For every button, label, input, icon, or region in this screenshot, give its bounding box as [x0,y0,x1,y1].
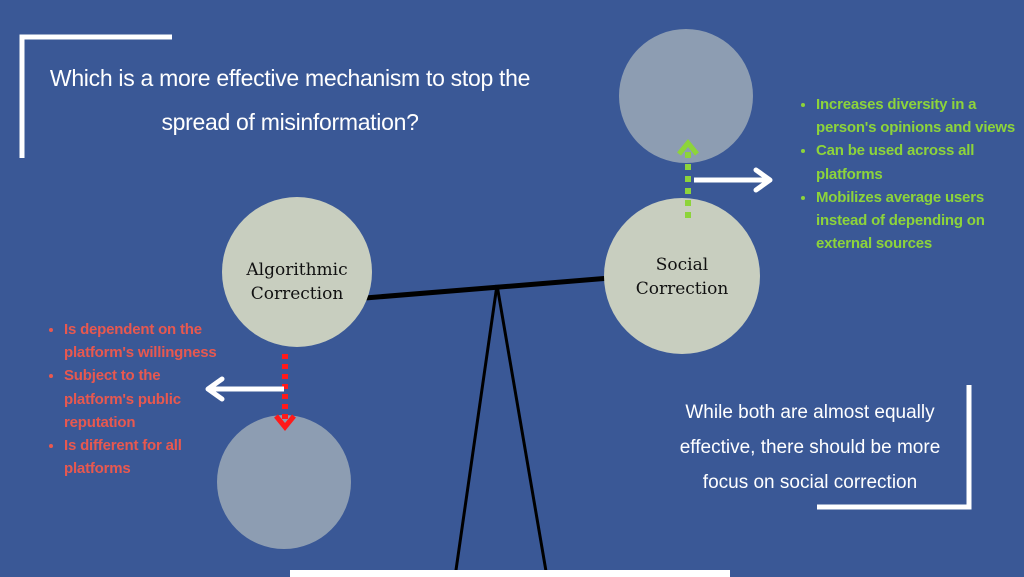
list-item: Mobilizes average users instead of depen… [816,186,1024,256]
left-arrowhead-icon [205,376,225,402]
algorithmic-circle [222,197,372,347]
list-item: Is different for all platforms [64,434,224,480]
scale-leg [495,284,549,577]
conclusion-bracket [817,385,972,510]
up-arrowhead-icon [677,139,699,156]
page-title: Which is a more effective mechanism to s… [49,65,531,135]
label-line: Correction [635,279,729,299]
ghost-circle-top [619,29,753,163]
algorithmic-label: Algorithmic Correction [222,258,372,306]
conclusion-text: While both are almost equally effective,… [679,402,941,493]
list-item: Subject to the platform's public reputat… [64,364,224,434]
label-line: Correction [250,284,344,304]
right-arrowhead-icon [753,167,773,193]
list-item: Increases diversity in a person's opinio… [816,93,1024,139]
social-label: Social Correction [604,253,760,301]
scale-beam [364,275,611,301]
ghost-circle-bottom [217,415,351,549]
label-line: Social [655,255,709,275]
title-bracket [19,34,172,158]
list-item: Is dependent on the platform's willingne… [64,318,224,364]
list-item: Can be used across all platforms [816,139,1024,185]
scale-base [290,570,730,577]
algorithmic-cons-list: Is dependent on the platform's willingne… [48,318,224,480]
social-pros-list: Increases diversity in a person's opinio… [800,93,1024,255]
scale-leg [453,284,499,577]
down-arrowhead-icon [274,414,296,431]
social-circle [604,198,760,354]
label-line: Algorithmic [246,260,348,280]
